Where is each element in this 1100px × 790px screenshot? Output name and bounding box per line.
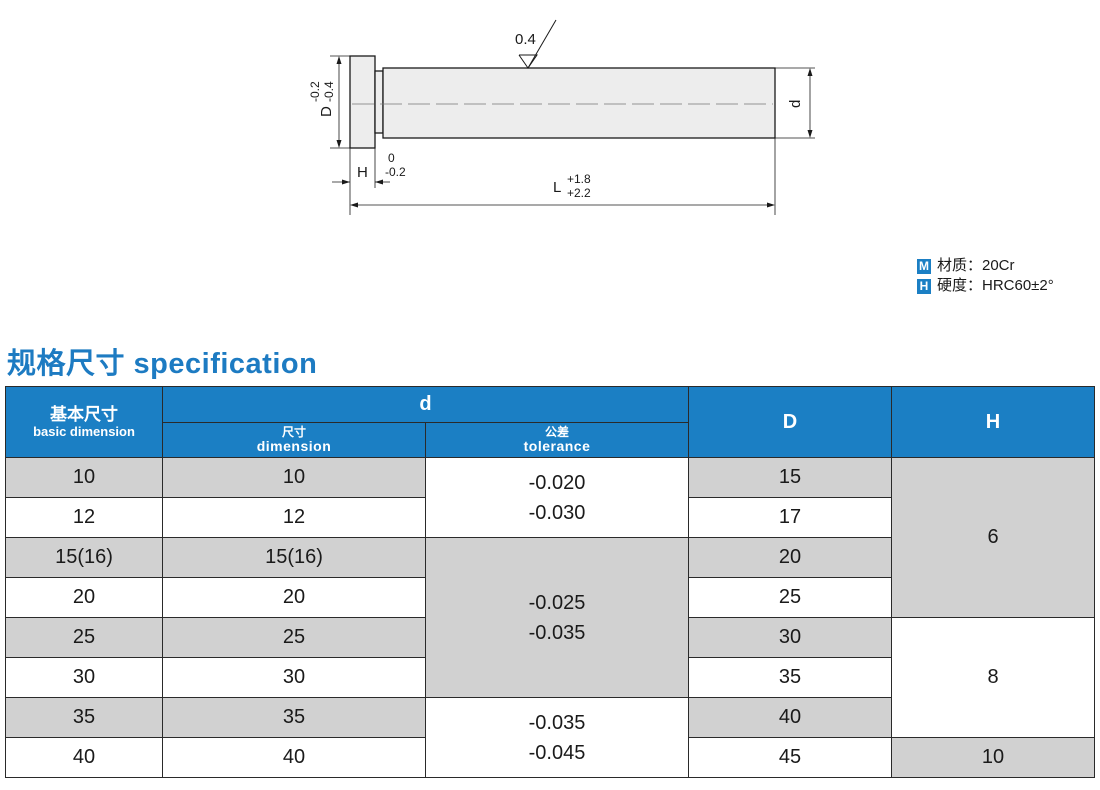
head-dim-tol-lower: -0.4 <box>322 81 336 102</box>
tolerance-upper: -0.025 <box>528 591 586 614</box>
head-dimension-lines <box>330 55 350 149</box>
length-arrow-right <box>767 202 775 208</box>
tolerance-lower: -0.045 <box>528 741 586 764</box>
head-dim-tol-upper: -0.2 <box>308 81 322 102</box>
head-dim-label: D <box>318 106 335 117</box>
cell-H-group: 6 <box>891 457 1095 618</box>
cell-dimension: 10 <box>162 457 426 498</box>
header-dimension-zh: 尺寸 <box>281 425 306 439</box>
hardness-badge: H <box>917 278 931 294</box>
cell-D: 20 <box>688 537 892 578</box>
cell-D: 17 <box>688 497 892 538</box>
tolerance-lower: -0.035 <box>528 621 586 644</box>
hardness-text: 硬度：HRC60±2° <box>937 277 1054 294</box>
pin-neck <box>374 70 384 134</box>
section-title: 规格尺寸 specification <box>7 348 318 380</box>
material-badge: M <box>917 258 931 274</box>
table-row: 15(16) 15(16) -0.025 -0.035 20 <box>5 537 1095 698</box>
table-row: 20 20 25 <box>5 577 1095 618</box>
length-label: L <box>553 179 561 196</box>
cell-dimension: 35 <box>162 697 426 738</box>
header-dimension-en: dimension <box>256 438 332 454</box>
surface-finish-symbol <box>518 19 557 69</box>
shaft-dimension-lines <box>775 67 815 139</box>
header-D: D <box>688 386 892 458</box>
header-tolerance-en: tolerance <box>523 438 591 454</box>
table-row: 12 12 17 <box>5 497 1095 538</box>
head-dim-arrow-bottom <box>336 140 342 148</box>
part-drawing: 0.4 D -0.2 -0.4 d H 0 -0.2 L +1.8 +2.2 <box>308 19 815 215</box>
cell-basic: 35 <box>5 697 163 738</box>
cell-D: 30 <box>688 617 892 658</box>
hardness-row: H 硬度：HRC60±2° <box>917 276 1054 296</box>
header-d: d <box>162 386 689 423</box>
shaft-dim-arrow-top <box>807 68 813 76</box>
cell-H-group: 8 <box>891 617 1095 738</box>
cell-dimension: 20 <box>162 577 426 618</box>
head-height-arrow-left <box>342 179 350 185</box>
tolerance-lower: -0.030 <box>528 501 586 524</box>
length-dimension-lines <box>352 138 776 215</box>
header-basic-en: basic dimension <box>33 424 135 439</box>
cell-basic: 10 <box>5 457 163 498</box>
length-tol-upper: +1.8 <box>567 172 591 186</box>
shaft-dim-label: d <box>787 100 804 108</box>
cell-D: 40 <box>688 697 892 738</box>
head-dim-arrow-top <box>336 56 342 64</box>
cell-dimension: 40 <box>162 737 426 778</box>
head-height-arrow-right <box>375 179 383 185</box>
table-row: 10 10 -0.020 -0.030 15 6 <box>5 457 1095 618</box>
head-height-tol-upper: 0 <box>388 151 395 165</box>
pin-shaft <box>382 67 776 139</box>
cell-D: 15 <box>688 457 892 498</box>
head-height-label: H <box>357 164 368 181</box>
material-text: 材质：20Cr <box>937 257 1015 274</box>
header-tolerance: 公差 tolerance <box>425 422 689 458</box>
cell-D: 25 <box>688 577 892 618</box>
header-H: H <box>891 386 1095 458</box>
tolerance-upper: -0.020 <box>528 471 586 494</box>
cell-dimension: 15(16) <box>162 537 426 578</box>
cell-basic: 15(16) <box>5 537 163 578</box>
cell-basic: 30 <box>5 657 163 698</box>
surface-finish-value: 0.4 <box>515 31 536 48</box>
cell-tolerance-group: -0.020 -0.030 <box>425 457 689 538</box>
cell-dimension: 30 <box>162 657 426 698</box>
cell-basic: 25 <box>5 617 163 658</box>
header-basic-dimension: 基本尺寸 basic dimension <box>5 386 163 458</box>
cell-basic: 40 <box>5 737 163 778</box>
length-arrow-left <box>350 202 358 208</box>
table-row: 35 35 -0.035 -0.045 40 <box>5 697 1095 778</box>
shaft-dim-arrow-bottom <box>807 130 813 138</box>
cell-basic: 20 <box>5 577 163 618</box>
header-dimension: 尺寸 dimension <box>162 422 426 458</box>
length-tol-lower: +2.2 <box>567 186 591 200</box>
header-basic-zh: 基本尺寸 <box>50 405 118 424</box>
head-height-tol-lower: -0.2 <box>385 165 406 179</box>
cell-dimension: 12 <box>162 497 426 538</box>
material-row: M 材质：20Cr <box>917 256 1054 276</box>
spec-table: 基本尺寸 basic dimension d D H 尺寸 dimension … <box>5 386 1095 778</box>
cell-tolerance-group: -0.025 -0.035 <box>425 537 689 698</box>
table-row: 40 40 45 10 <box>5 737 1095 778</box>
table-row: 25 25 30 8 <box>5 617 1095 738</box>
cell-D: 45 <box>688 737 892 778</box>
tolerance-upper: -0.035 <box>528 711 586 734</box>
cell-tolerance-group: -0.035 -0.045 <box>425 697 689 778</box>
material-legend: M 材质：20Cr H 硬度：HRC60±2° <box>917 256 1054 296</box>
cell-dimension: 25 <box>162 617 426 658</box>
cell-D: 35 <box>688 657 892 698</box>
pin-head <box>349 55 376 149</box>
header-tolerance-zh: 公差 <box>544 425 569 439</box>
cell-H-group: 10 <box>891 737 1095 778</box>
cell-basic: 12 <box>5 497 163 538</box>
